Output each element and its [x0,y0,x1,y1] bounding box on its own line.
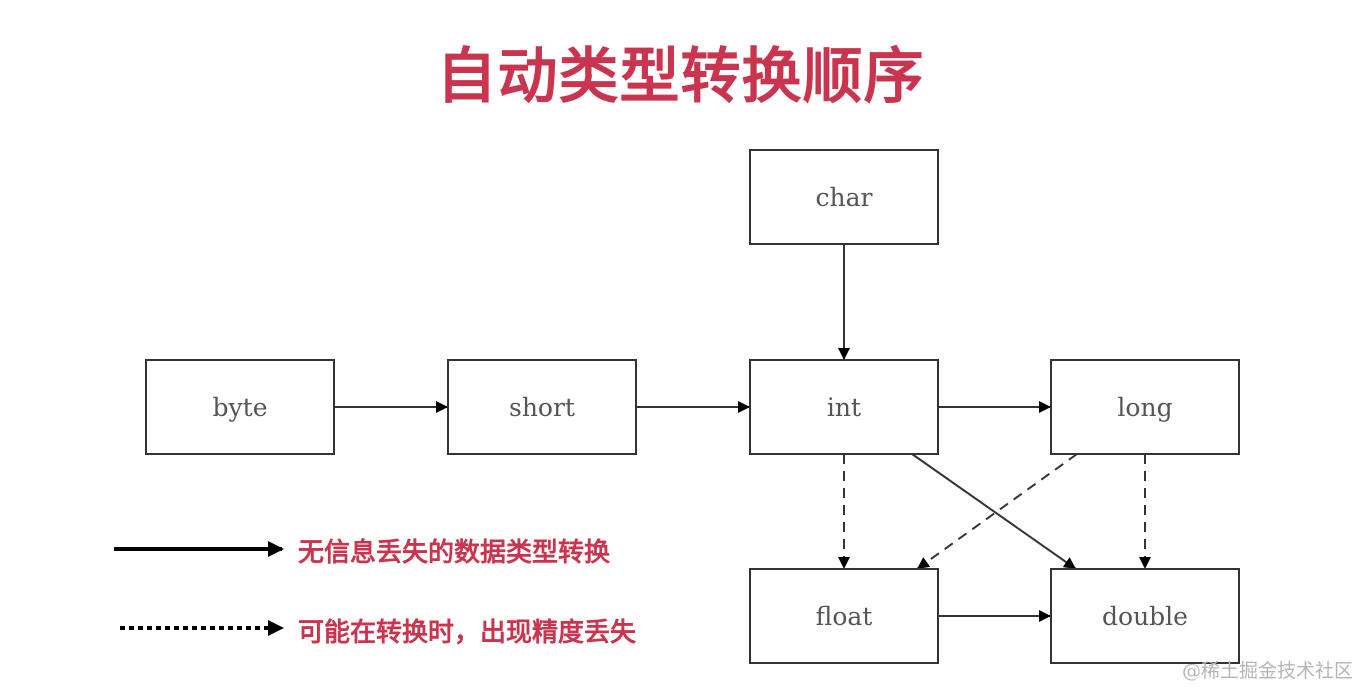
node-box [447,359,637,455]
node-box [749,568,939,664]
node-int: int [749,359,939,455]
diagram-title: 自动类型转换顺序 [436,42,925,112]
node-label: float [816,602,873,631]
node-box [1050,568,1240,664]
node-label: byte [213,393,268,422]
node-box [749,149,939,245]
edge-int-to-double [911,453,1077,570]
node-label: short [509,393,575,422]
node-box [145,359,335,455]
node-box [749,359,939,455]
node-label: long [1117,393,1172,422]
node-label: int [827,393,861,422]
node-long: long [1050,359,1240,455]
legend-text-precision-loss: 可能在转换时，出现精度丢失 [298,618,637,648]
node-double: double [1050,568,1240,664]
legend-text-lossless: 无信息丢失的数据类型转换 [298,538,611,568]
node-short: short [447,359,637,455]
legend-arrowhead-icon [268,620,284,636]
watermark: @稀土掘金技术社区 [1181,660,1353,682]
legend-arrowhead-icon [268,541,284,557]
node-box [1050,359,1240,455]
node-label: char [816,183,873,212]
node-byte: byte [145,359,335,455]
node-label: double [1102,602,1188,631]
node-char: char [749,149,939,245]
node-float: float [749,568,939,664]
